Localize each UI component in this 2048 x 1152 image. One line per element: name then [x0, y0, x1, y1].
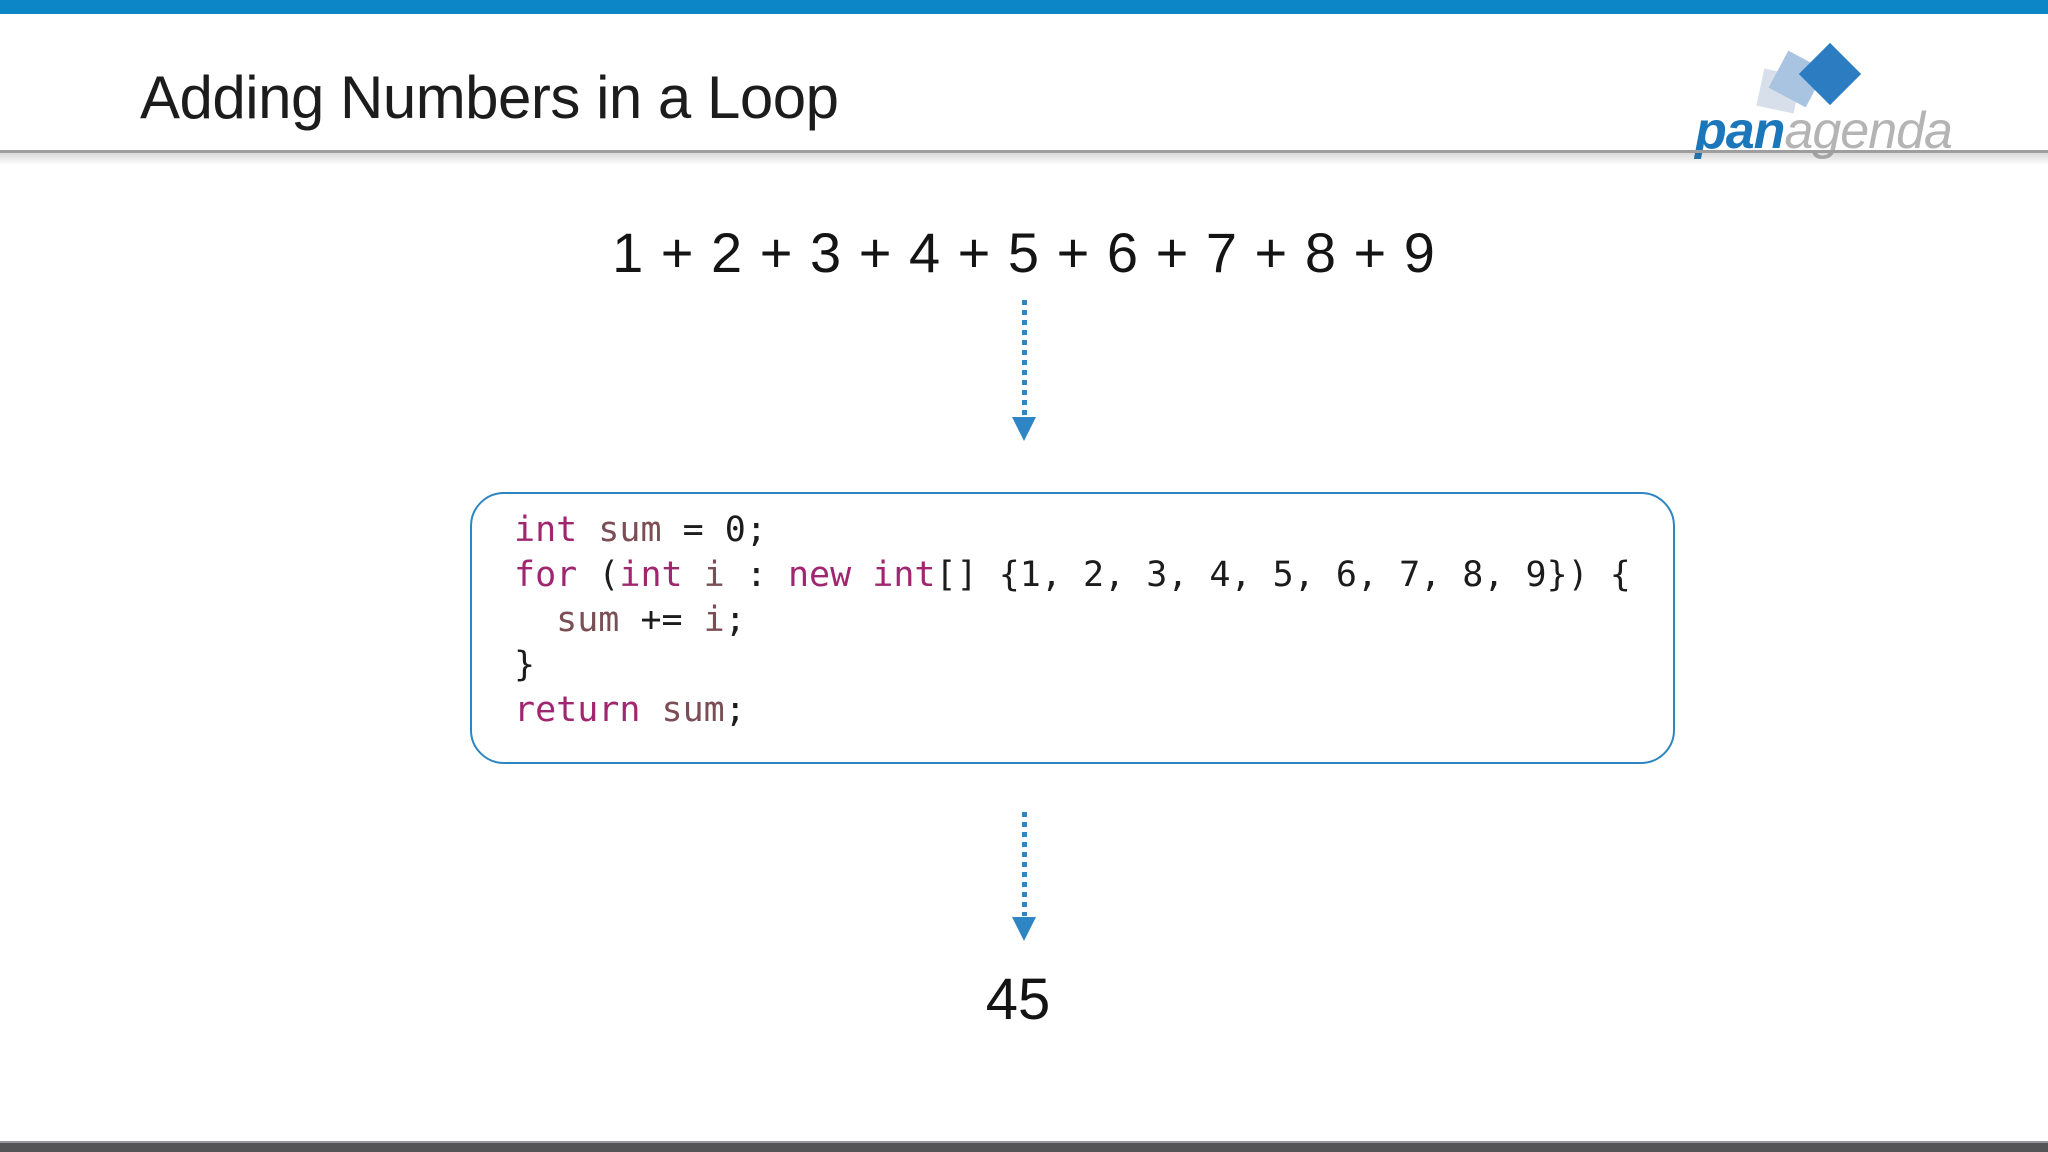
- arrow-dotted-line: [1021, 812, 1027, 916]
- code-line: }: [514, 645, 536, 685]
- code-block: int sum = 0; for (int i : new int[] {1, 2…: [514, 508, 1673, 733]
- code-box: int sum = 0; for (int i : new int[] {1, 2…: [470, 492, 1675, 764]
- code-line: return sum;: [514, 690, 746, 730]
- code-line: for (int i : new int[] {1, 2, 3, 4, 5, 6…: [514, 555, 1631, 595]
- flow-arrow-bottom: [0, 812, 2048, 941]
- header: Adding Numbers in a Loop panagenda: [0, 14, 2048, 160]
- bottom-bar: [0, 1141, 2048, 1152]
- flow-arrow-top: [0, 300, 2048, 441]
- header-divider: [0, 150, 2048, 165]
- code-line: sum += i;: [556, 600, 746, 640]
- panagenda-logo: panagenda: [1690, 40, 2030, 160]
- top-accent-bar: [0, 0, 2048, 14]
- code-line: int sum = 0;: [514, 510, 767, 550]
- arrow-dotted-line: [1021, 300, 1027, 416]
- arrow-head-icon: [1012, 417, 1036, 441]
- arrow-head-icon: [1012, 917, 1036, 941]
- result-value: 45: [985, 967, 1051, 1032]
- sum-expression: 1 + 2 + 3 + 4 + 5 + 6 + 7 + 8 + 9: [612, 221, 1436, 284]
- page-title: Adding Numbers in a Loop: [140, 64, 839, 131]
